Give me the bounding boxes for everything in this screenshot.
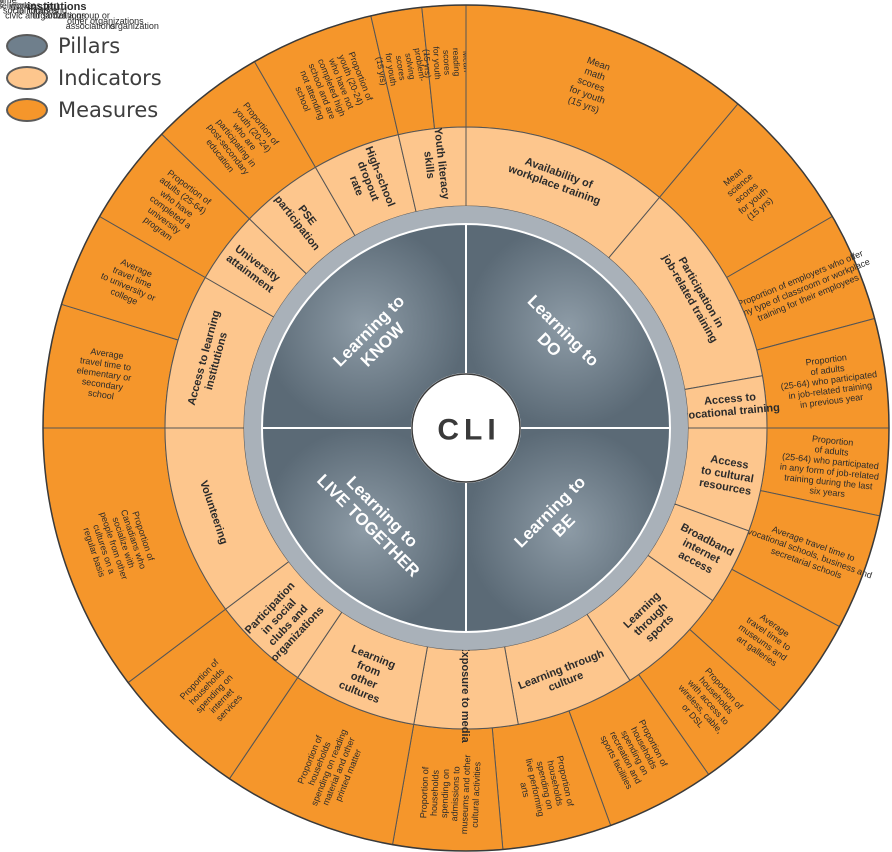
measure-label: Proportion ofhouseholdsspending onsocial… xyxy=(0,0,144,26)
measure-label-line: travel time xyxy=(0,0,17,5)
measure-label: Proportion ofCanadiansengaged in unpaidw… xyxy=(0,0,159,31)
indicator-label-line: institutions xyxy=(27,1,86,13)
measure-label-line: admissions to xyxy=(449,766,461,821)
measure-label-line: of adults xyxy=(810,363,846,377)
measure-label-line: (15 yrs) xyxy=(374,56,389,86)
measure-label-line: of adults xyxy=(814,444,849,458)
indicator-label: Access to communityinstitutions xyxy=(0,0,86,13)
legend-item-pillars: Pillars xyxy=(6,30,162,62)
indicators-ring: Access to learninginstitutionsUniversity… xyxy=(0,0,780,744)
measure-label-line: scores xyxy=(394,55,408,81)
measure-label-line: to libraries xyxy=(17,6,59,16)
legend-label-pillars: Pillars xyxy=(58,34,121,58)
legend-swatch-pillars xyxy=(6,34,48,58)
measure-label-line: associations xyxy=(66,21,116,31)
legend-item-indicators: Indicators xyxy=(6,62,162,94)
center-hub: CLI xyxy=(411,373,521,483)
measure-label: Meanmathscoresfor youth(15 yrs) xyxy=(564,53,617,117)
center-label: CLI xyxy=(437,414,500,447)
measure-label-line: organizations xyxy=(32,11,86,21)
measure-label: Averagetravel timeto religiousorganizati… xyxy=(0,0,86,21)
measure-label: Meansciencescoresfor youth(15 yrs) xyxy=(717,162,777,224)
indicator-label: Accessto culturalresources xyxy=(698,452,757,498)
measure-label-line: spending on xyxy=(439,769,451,818)
measure-label-line: Proportion of xyxy=(418,766,430,818)
indicator-label: Broadbandinternetaccess xyxy=(667,521,736,581)
legend-swatch-indicators xyxy=(6,66,48,90)
measure-label-line: solving xyxy=(403,52,417,80)
measure-label-line: reading xyxy=(451,48,462,77)
indicator-label-line: Exposure to media xyxy=(459,644,471,743)
indicator-label-line: Access to xyxy=(704,391,757,408)
measure-label-line: arts xyxy=(518,781,531,798)
measure-label-line: to religious xyxy=(0,0,33,10)
indicator-label-line: skills xyxy=(421,151,436,180)
measure-label-line: organization xyxy=(110,21,159,31)
measure-label: Proportion ofyouth (20-24)who have notco… xyxy=(287,46,376,129)
indicator-label: Exposure to media xyxy=(459,644,471,743)
measure-label-line: scores xyxy=(441,50,452,76)
outer-outline xyxy=(42,4,890,852)
measure-label-line: Average xyxy=(90,346,124,361)
legend-label-indicators: Indicators xyxy=(58,66,162,90)
measure-label-line: six years xyxy=(809,485,846,499)
legend: Pillars Indicators Measures xyxy=(6,30,162,126)
measure-label-line: museums and other xyxy=(459,754,472,834)
measure-label-line: school xyxy=(87,388,114,402)
measure-label: Proportionof adults(25-64) who participa… xyxy=(777,430,882,502)
measure-label-line: social clubs and xyxy=(3,6,67,16)
measure-label-line: for youth xyxy=(431,46,443,80)
measure-label-line: cultural activities xyxy=(470,761,483,828)
measure-label-line: civic and social xyxy=(5,11,66,21)
measure-label-line: work as part xyxy=(9,0,60,10)
indicator-label-line: Access to community xyxy=(0,0,28,1)
legend-swatch-measures xyxy=(6,98,48,122)
measure-label: Averagetravel timeto libraries xyxy=(0,0,59,16)
legend-item-measures: Measures xyxy=(6,94,162,126)
measure-label-line: (15 yrs) xyxy=(422,49,434,78)
measure-label: Averagetravel time toelementary orsecond… xyxy=(73,345,135,404)
center-disc xyxy=(411,373,521,483)
measure-label-line: other organizations xyxy=(67,16,144,26)
measure-label: Proportion ofadults (25-64)who havecompl… xyxy=(133,166,215,249)
measure-label: Proportion ofhouseholdsspending onadmiss… xyxy=(418,753,483,835)
legend-label-measures: Measures xyxy=(58,98,159,122)
measure-label-line: spending on xyxy=(0,0,3,5)
measure-label-line: of a group or xyxy=(59,11,110,21)
measure-label-line: households xyxy=(429,769,441,816)
measure-label-line: to business, xyxy=(0,0,5,10)
measure-label-line: Proportion xyxy=(812,434,854,448)
